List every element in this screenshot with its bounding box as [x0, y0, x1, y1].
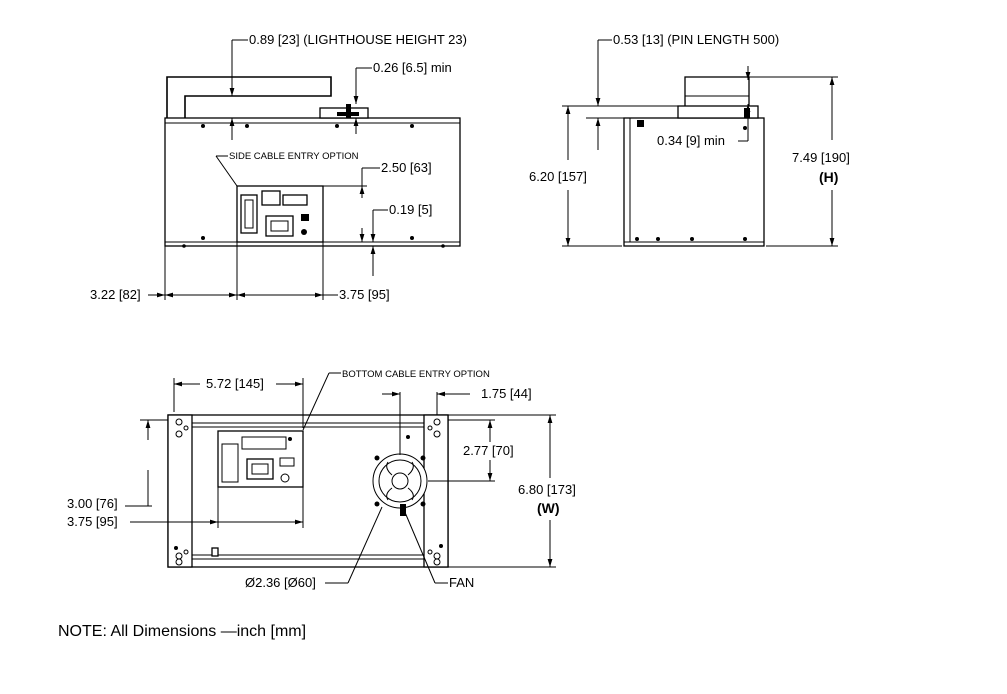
left-offset-label: 3.22 [82]	[90, 287, 141, 302]
body-height-label: 6.20 [157]	[529, 169, 587, 184]
lighthouse-height-label: 0.89 [23] (LIGHTHOUSE HEIGHT 23)	[249, 32, 467, 47]
total-height-label: 7.49 [190]	[792, 150, 850, 165]
pin-length-label: 0.53 [13] (PIN LENGTH 500)	[613, 32, 779, 47]
panel-width-label: 3.75 [95]	[339, 287, 390, 302]
panel-offset-label: 0.19 [5]	[389, 202, 432, 217]
min-clearance-label: 0.26 [6.5] min	[373, 60, 452, 75]
fan-label: FAN	[449, 575, 474, 590]
width-label: 6.80 [173]	[518, 482, 576, 497]
fan-y-label: 2.77 [70]	[463, 443, 514, 458]
cutout-offset-label: 5.72 [145]	[206, 376, 264, 391]
height-symbol: (H)	[819, 169, 838, 185]
fan-x-label: 1.75 [44]	[481, 386, 532, 401]
bottom-view: BOTTOM CABLE ENTRY OPTION 5.72 [145] 1.7…	[67, 369, 576, 590]
side-view: 0.89 [23] (LIGHTHOUSE HEIGHT 23) 0.26 [6…	[90, 32, 467, 302]
cutout-width-label: 3.75 [95]	[67, 514, 118, 529]
fan-diameter-label: Ø2.36 [Ø60]	[245, 575, 316, 590]
dimension-note: NOTE: All Dimensions —inch [mm]	[58, 623, 306, 640]
width-symbol: (W)	[537, 500, 560, 516]
panel-height-label: 2.50 [63]	[381, 160, 432, 175]
bottom-cable-entry-label: BOTTOM CABLE ENTRY OPTION	[342, 369, 490, 380]
top-clearance-label: 0.34 [9] min	[657, 133, 725, 148]
end-view: 0.53 [13] (PIN LENGTH 500) 0.34 [9] min …	[529, 32, 850, 247]
cutout-height-label: 3.00 [76]	[67, 496, 118, 511]
side-cable-entry-label: SIDE CABLE ENTRY OPTION	[229, 151, 359, 162]
